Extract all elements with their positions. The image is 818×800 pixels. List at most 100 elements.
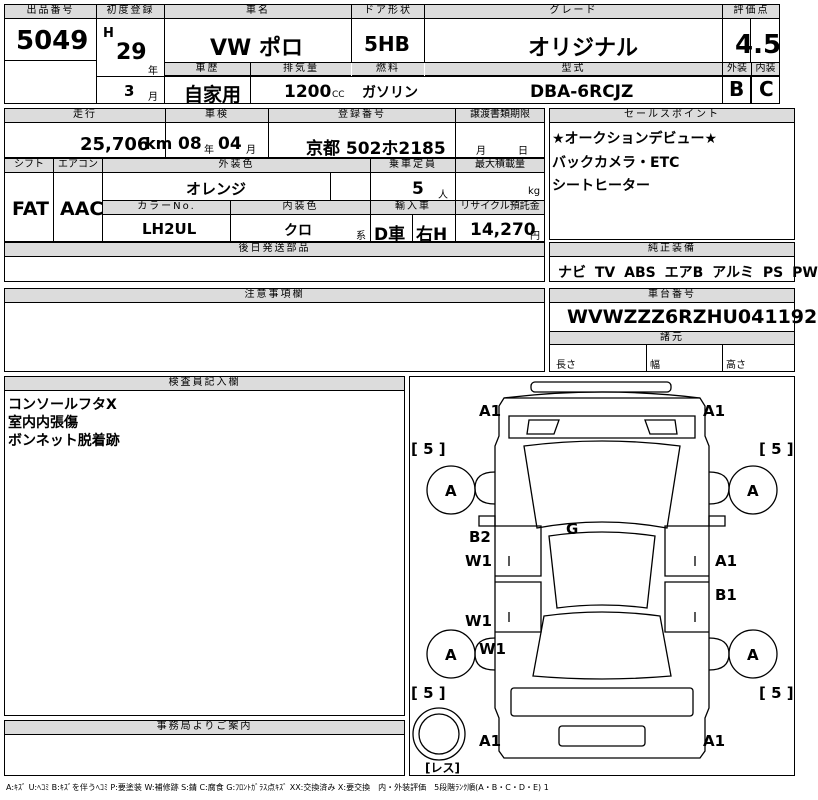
lot-number: 5049 [16,26,89,56]
ac: AAC [60,198,104,220]
diag-5-fr: [ 5 ] [759,440,794,458]
wheel-fr [728,465,778,515]
model: DBA-6RCJZ [530,82,634,102]
rear-bumper [558,725,646,747]
diag-a-fl-wheel: A [445,482,457,500]
diag-g-windshield: G [566,520,578,538]
history: 自家用 [184,84,242,106]
intcolor: クロ [284,223,312,239]
sales-label: セールスポイント [550,109,794,123]
fuel-label: 燃料 [352,63,424,76]
mileage: 25,706 [80,134,150,155]
dim-width: 幅 [650,360,660,371]
ext-label: 外装 [723,63,751,76]
grade-label: グレード [425,5,722,19]
trunk [510,687,694,717]
diag-a1-front-right: A1 [703,402,725,420]
inspector-block [4,376,405,716]
diag-b2: B2 [469,528,491,546]
colorno: LH2UL [142,220,197,238]
wheel-rr [728,629,778,679]
int-grade: C [759,77,774,101]
diag-a1-front-left: A1 [479,402,501,420]
inspector-note-2: 室内内張傷 [8,415,78,431]
diag-a-fr-wheel: A [747,482,759,500]
inspector-note-1: コンソールフタX [8,397,117,413]
kei-unit: 系 [356,231,366,242]
diag-w1-left-rear-door: W1 [465,612,492,630]
mileage-label: 走行 [5,109,165,123]
diag-w1-left-front-door: W1 [465,552,492,570]
hood [508,415,696,439]
diagram-block [409,376,795,776]
rear-window [532,611,672,680]
yen-unit: 円 [530,231,540,242]
ext-grade: B [729,77,745,101]
dims-label: 諸元 [550,331,794,345]
shift: FAT [12,198,49,220]
shift-label: シフト [5,159,53,173]
diag-a1-rear-right: A1 [703,732,725,750]
inspect-year: 08 [178,134,202,154]
wheel-rl [426,629,476,679]
inspect-month-unit: 月 [246,145,256,156]
vin-label: 車台番号 [550,289,794,303]
reg-year: 29 [116,40,147,65]
model-label: 型式 [425,63,722,76]
body-outline [494,397,710,759]
plate-label: 登録番号 [269,109,455,123]
vin: WVWZZZ6RZHU041192 [567,306,818,328]
capacity: 5 [412,179,424,199]
spare-wheel [412,707,466,761]
plate: 京都 502ホ2185 [306,139,446,159]
diag-5-rr: [ 5 ] [759,684,794,702]
office-label: 事務局よりご案内 [5,721,404,735]
diag-w1-rear-arch: W1 [479,640,506,658]
front-bumper [530,381,672,393]
diag-a-rr-wheel: A [747,646,759,664]
equip-label: 純正装備 [550,243,794,257]
transfer-month: 月 [476,146,486,157]
score-label: 評価点 [723,5,780,19]
cc-unit: CC [332,90,345,100]
import-label: 輸入車 [371,201,455,215]
diag-a1-rear-left: A1 [479,732,501,750]
door-label: ドア形状 [352,5,424,19]
diag-5-rl: [ 5 ] [411,684,446,702]
diag-5-fl: [ 5 ] [411,440,446,458]
color-label: 外装色 [103,159,370,173]
legend: A:ｷｽﾞ U:ﾍｺﾐ B:ｷｽﾞを伴うﾍｺﾐ P:要塗装 W:補修跡 S:錆 … [6,783,549,792]
roof [548,531,656,609]
diag-b1: B1 [715,586,737,604]
displacement-label: 排気量 [251,63,351,76]
colorno-label: カラーNo. [103,201,230,215]
car-name: VW ポロ [210,36,303,61]
load-label: 最大積載量 [456,159,544,173]
dcar: D車 [374,225,406,245]
header-block [4,4,751,104]
int-label: 内装 [752,63,779,76]
km-unit: km [145,134,173,153]
inspect-label: 車検 [166,109,268,123]
inspector-label: 検査員記入欄 [5,377,404,391]
sales-block [549,108,795,240]
fuel: ガソリン [362,85,418,101]
diag-a1-right-door: A1 [715,552,737,570]
person-unit: 人 [438,190,448,201]
sales-line-2: バックカメラ・ETC [552,155,680,171]
intcolor-label: 内装色 [231,201,370,215]
diag-a-rl-wheel: A [445,646,457,664]
history-label: 車歴 [165,63,250,76]
capacity-label: 乗車定員 [371,159,455,173]
inspect-month: 04 [218,134,242,154]
era: H [103,26,114,41]
car-diagram: A1 A1 [ 5 ] [ 5 ] A A G B2 W1 A1 B1 W1 W… [411,381,794,775]
reg-month: 3 [124,82,135,100]
sales-line-1: ★オークションデビュー★ [552,131,718,147]
displacement: 1200 [284,82,332,102]
windshield [523,440,681,529]
score: 4.5 [735,30,782,60]
transfer-label: 譲渡書類期限 [456,109,544,123]
color: オレンジ [186,180,247,198]
door-type: 5HB [364,32,410,56]
